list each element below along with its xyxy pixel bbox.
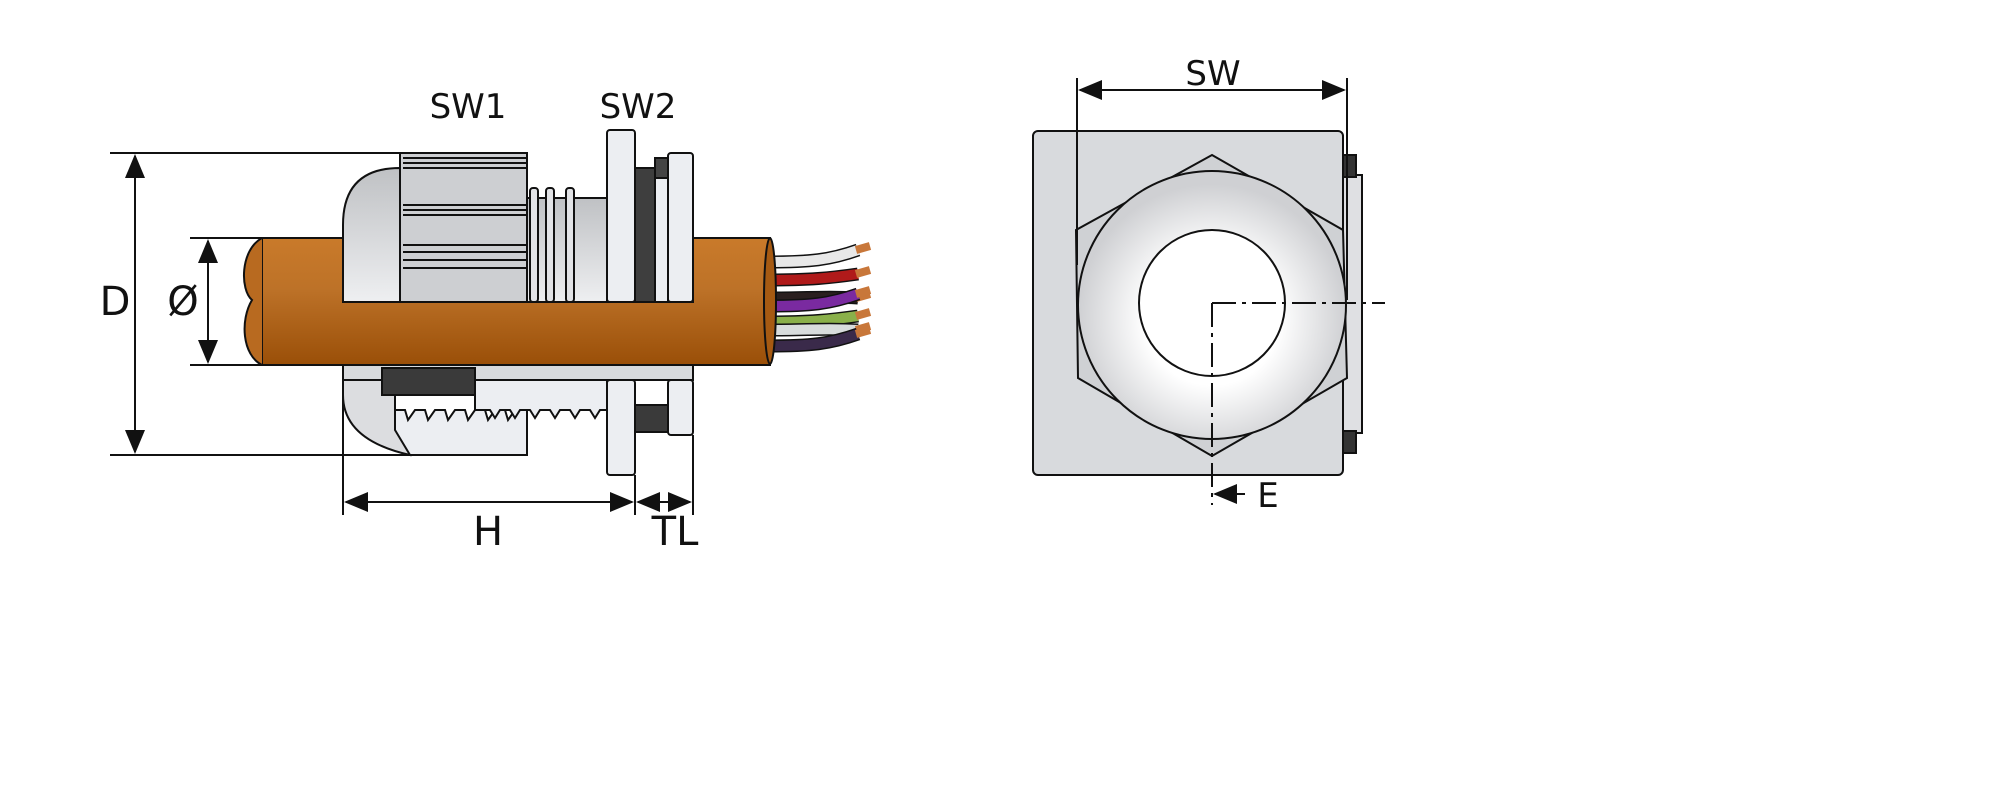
wire	[767, 245, 860, 267]
side-section-view: D Ø H TL SW1 SW2	[100, 87, 872, 555]
label-e: E	[1257, 476, 1278, 516]
seal-upper	[634, 167, 656, 303]
wire	[767, 311, 859, 327]
wire	[767, 329, 860, 351]
locknut-washer-upper	[654, 177, 669, 303]
label-tl: TL	[651, 509, 699, 555]
wire	[767, 289, 860, 311]
label-sw: SW	[1185, 54, 1240, 94]
front-view: SW E	[1032, 54, 1385, 516]
seal-top	[1342, 154, 1357, 178]
cable-end	[242, 237, 263, 366]
copper-strand	[854, 308, 872, 320]
dome-cap	[342, 166, 401, 303]
label-sw1: SW1	[430, 87, 507, 127]
lower-nut-thread	[394, 409, 528, 456]
seal-bottom	[1342, 430, 1357, 454]
cable-cut-end	[763, 237, 777, 365]
seal-lower	[381, 367, 476, 396]
wire	[767, 269, 859, 285]
label-diameter: Ø	[167, 279, 198, 325]
label-sw2: SW2	[600, 87, 677, 127]
sw1-nut	[399, 152, 528, 303]
copper-strand	[854, 286, 872, 298]
copper-strand	[854, 266, 872, 278]
sw2-flange-lower	[606, 379, 636, 476]
seal-lower-flange	[634, 404, 669, 433]
copper-strand	[854, 326, 872, 338]
locknut-lower	[667, 379, 694, 436]
lower-body-thread	[474, 379, 608, 420]
locknut-seal-upper	[654, 157, 670, 179]
sw2-flange	[606, 129, 636, 303]
label-d: D	[100, 279, 131, 325]
wire	[767, 324, 859, 335]
locknut-upper	[667, 152, 694, 303]
cable-wires	[767, 242, 872, 353]
label-h: H	[473, 509, 503, 555]
copper-strand	[854, 242, 872, 254]
